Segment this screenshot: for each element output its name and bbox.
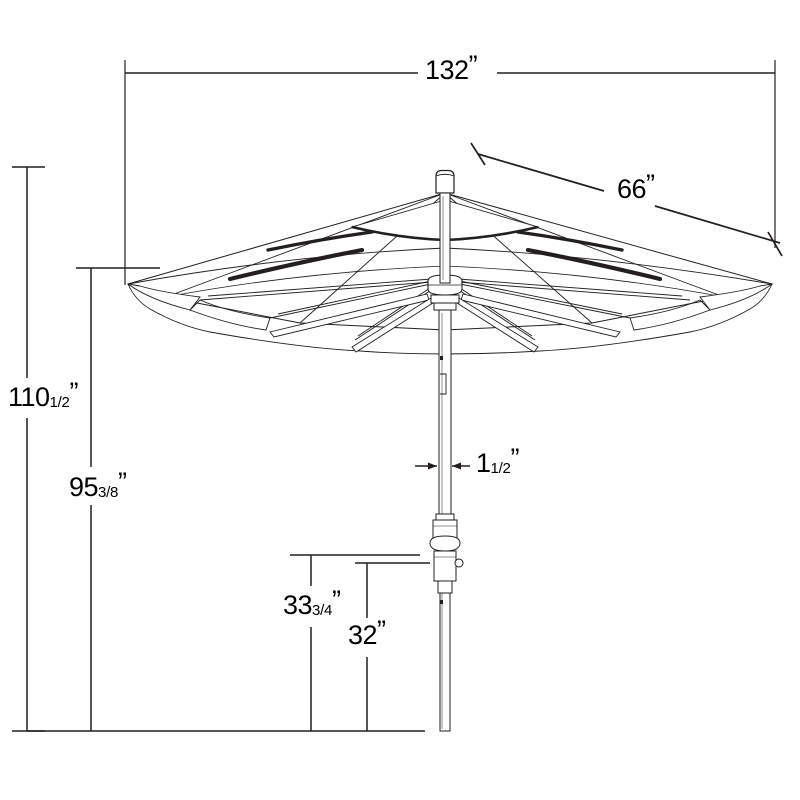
dimension-arrowheads [428,462,461,470]
arrowhead-left [428,462,437,470]
dimension-label-overall-width: 132” [425,52,478,85]
finial-cap [435,169,455,194]
tick-66-end [767,231,783,257]
dim-95-whole: 95 [69,472,99,502]
dim-66-whole: 66 [617,174,647,204]
dim-66-mark: ” [646,169,656,199]
dim-33-mark: ” [332,585,341,615]
dimension-label-canopy-edge-height: 953/8” [69,469,127,502]
dim-110-whole: 110 [8,382,50,412]
dimension-label-overall-height: 1101/2” [8,379,79,412]
dim-32-whole: 32 [348,620,378,650]
dim-33-whole: 33 [283,590,313,620]
support-struts [269,293,621,353]
dim-110-mark: ” [69,377,79,407]
dim-95-fraction: 3/8 [98,484,118,501]
dimension-lines-group [12,60,783,732]
dim-line-66-left [477,153,605,192]
dim-1half-whole: 1 [476,448,491,478]
dimension-label-lower-housing-height: 32” [348,617,386,650]
canopy-valance-edge [127,283,773,331]
dim-line-66-right [654,205,781,244]
dimension-label-crank-height: 333/4” [283,587,341,620]
dimension-label-rib-length: 66” [617,171,655,204]
crank-lift-housing [429,513,464,594]
arrowhead-right [452,462,461,470]
center-pole [438,192,452,732]
dimension-label-pole-diameter: 11/2” [476,445,519,478]
dim-132-whole: 132 [425,55,469,85]
dim-95-mark: ” [118,467,127,497]
dim-132-mark: ” [468,50,478,80]
dim-32-mark: ” [377,615,387,645]
dim-110-fraction: 1/2 [49,394,70,411]
dim-1half-mark: ” [510,443,520,473]
dim-33-fraction: 3/4 [312,602,332,619]
dim-1half-fraction: 1/2 [490,460,511,477]
top-hub-assembly [427,274,463,311]
